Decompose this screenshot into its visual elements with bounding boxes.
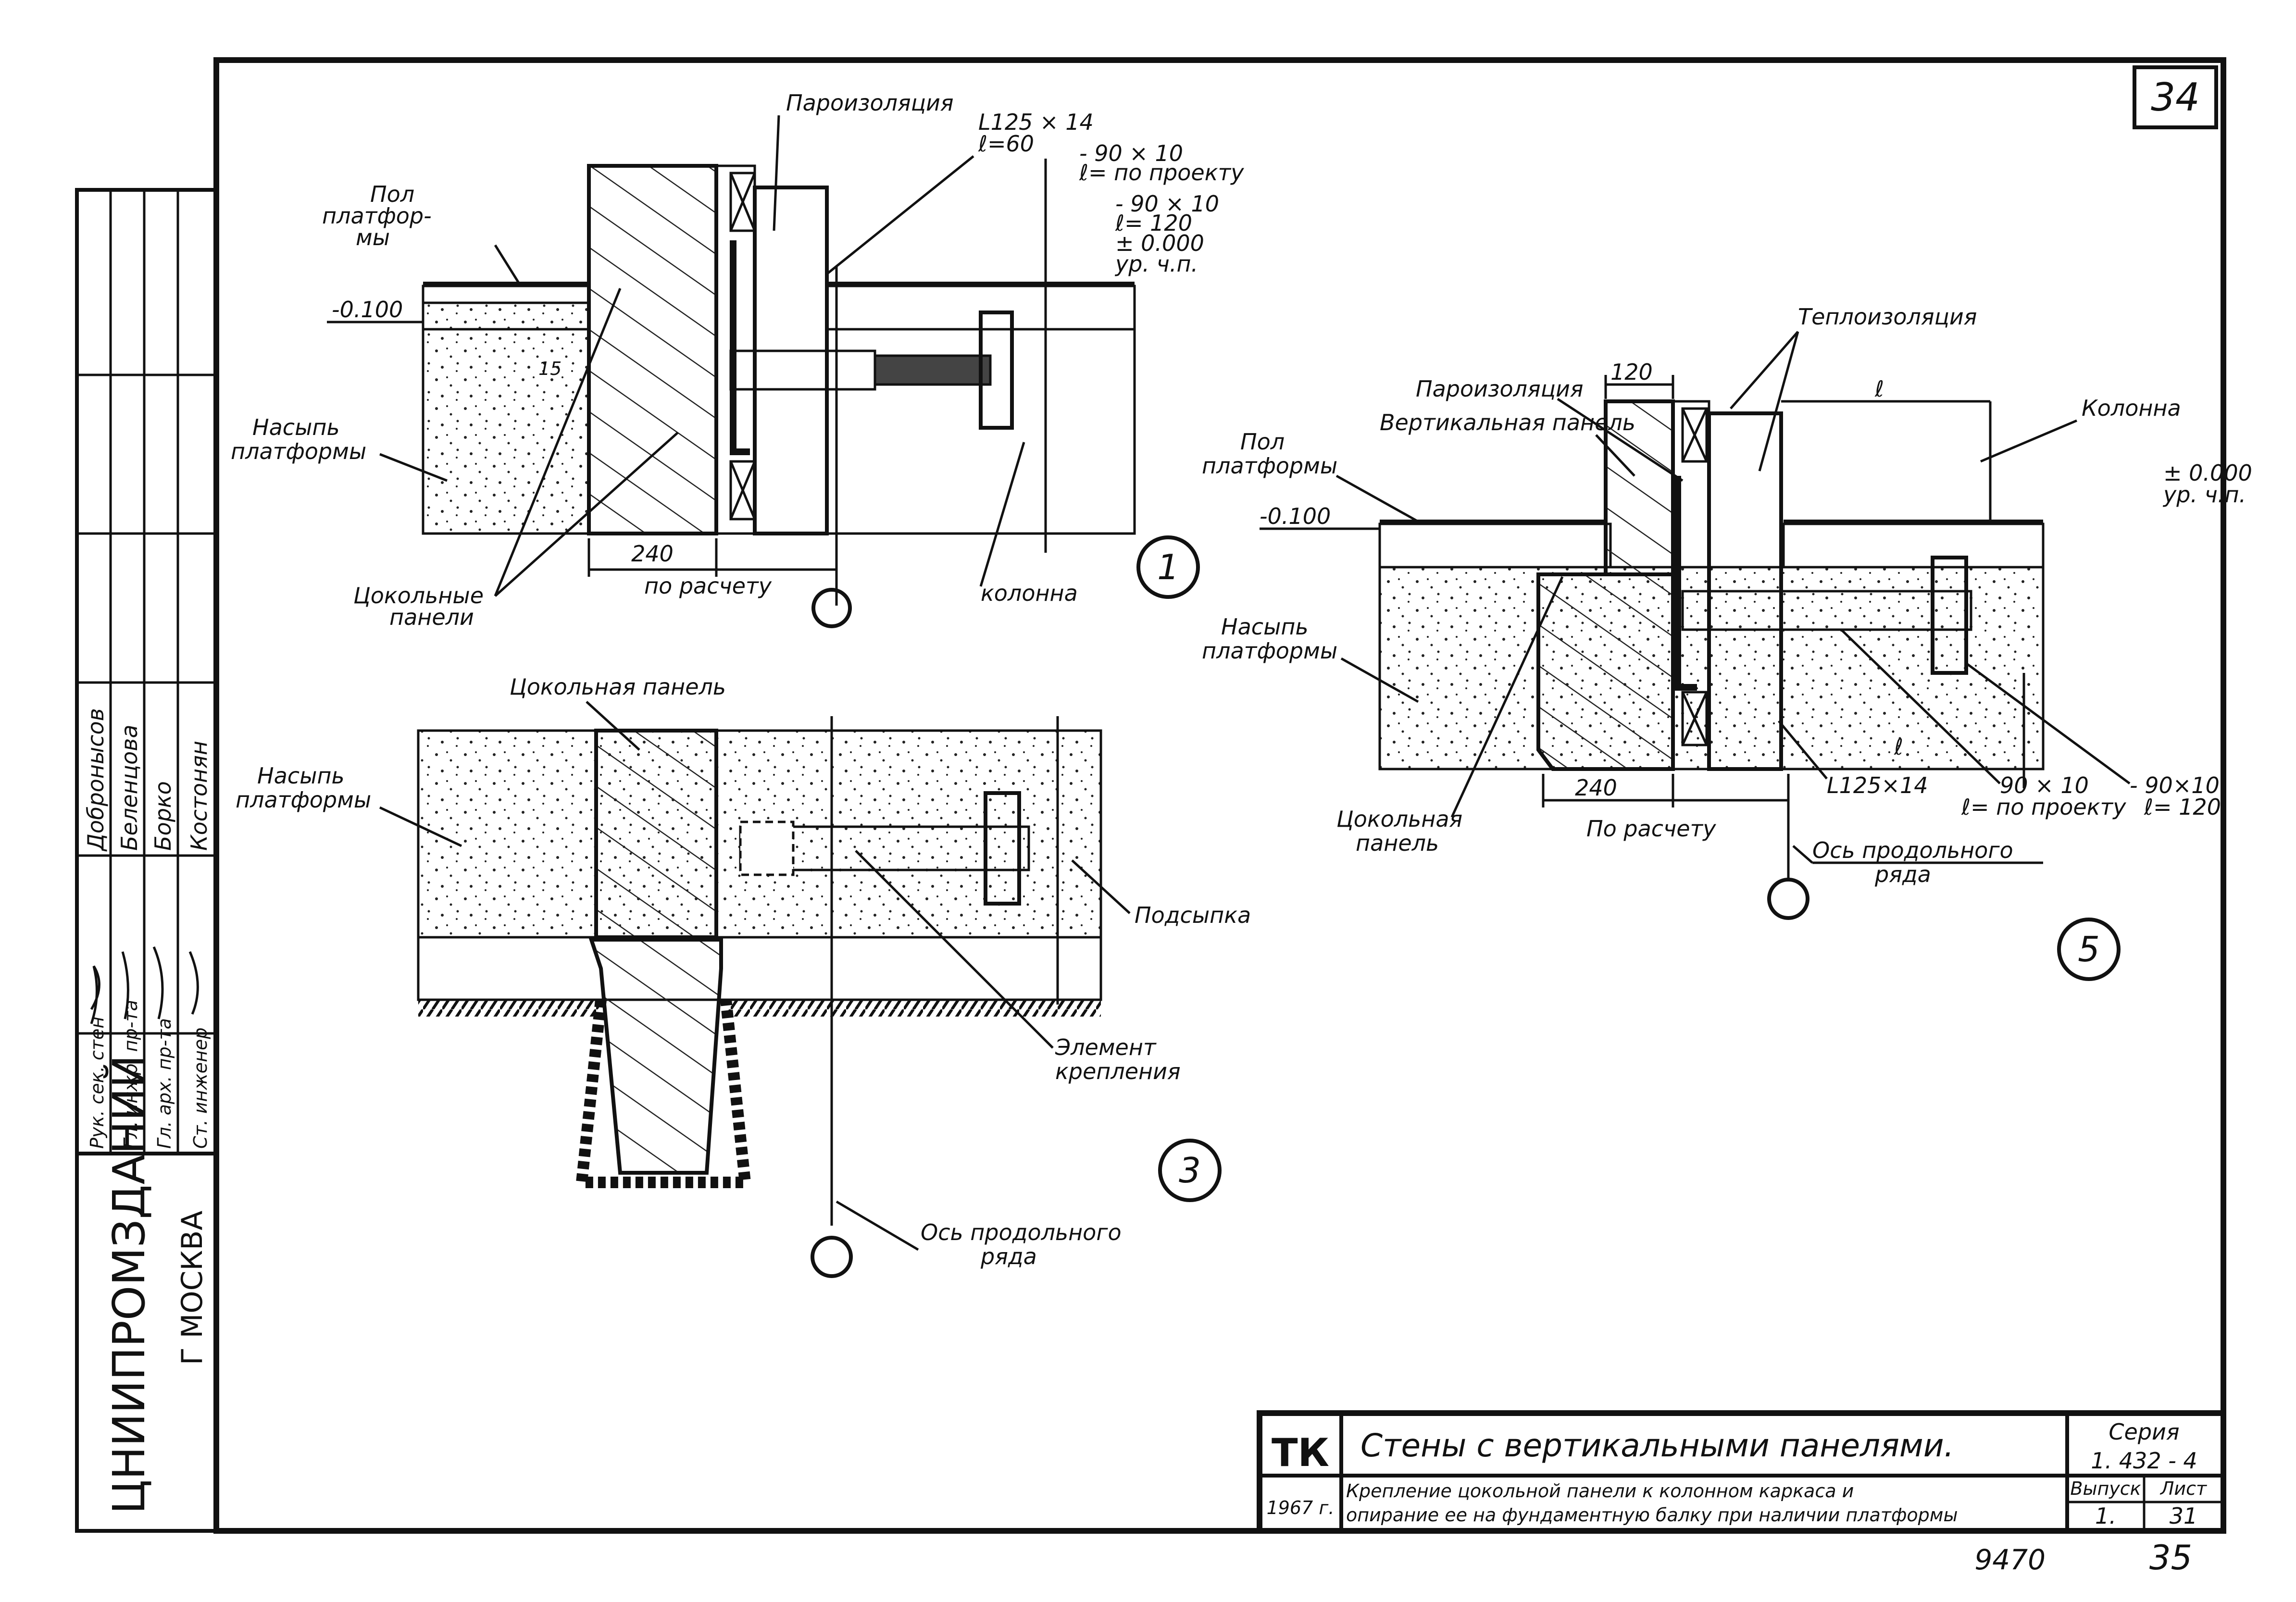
d5-dim-240: 240 (1575, 775, 1617, 801)
d1-column-label: колонна (981, 580, 1078, 606)
d5-floor-label-1: Пол (1240, 429, 1285, 455)
org-city: Г МОСКВА (175, 1211, 209, 1365)
d5-strip2-length: ℓ= 120 (2144, 794, 2221, 820)
d5-parosizol-label: Пароизоляция (1416, 376, 1584, 402)
d1-angle-label: L125 × 14 (978, 109, 1094, 135)
d5-dim-l-bot: ℓ (1894, 734, 1903, 760)
left-stamp: Рук. сек. стен Гл. инжр. пр-та Гл. арх. … (75, 188, 218, 1533)
sheet-subtitle-line1: Крепление цокольной панели к колонном ка… (1346, 1480, 1854, 1502)
d5-dim-calc: По расчету (1586, 816, 1716, 842)
stamp-name-1: Добронысов (83, 708, 109, 852)
detail-5-number: 5 (2078, 929, 2100, 969)
d1-fill-label-2: платформы (231, 438, 366, 464)
d3-axis-label-2: ряда (980, 1243, 1037, 1269)
stamp-name-2: Беленцова (116, 725, 142, 851)
stamp-role-2: Гл. инжр. пр-та (120, 1000, 141, 1149)
d1-strip2-length: ℓ= 120 (1115, 210, 1192, 236)
d5-teploizol-label: Теплоизоляция (1798, 304, 1977, 330)
detail-1: 1 Пароизоляция L125 × 14 ℓ=60 - 90 × 10 … (231, 90, 1244, 630)
d1-plinth-label-1: Цокольные (353, 583, 484, 609)
d3-fill-label-1: Насыпь (257, 763, 345, 789)
d5-fill-label-2: платформы (1202, 638, 1337, 664)
detail-5: 5 Теплоизоляция 120 Пароизоляция Вертика… (1202, 304, 2252, 981)
stamp-name-3: Борко (150, 781, 176, 851)
stamp-role-4: Ст. инженер (190, 1028, 211, 1149)
detail-3-number: 3 (1179, 1150, 1201, 1191)
d5-strip2-label: - 90×10 (2130, 772, 2220, 798)
sheet-number: 34 (2151, 75, 2200, 120)
d1-plinth-label-2: панели (389, 604, 474, 630)
tk-code: ТК (1272, 1430, 1329, 1475)
d5-plinth-label-1: Цокольная (1336, 806, 1462, 832)
series-value: 1. 432 - 4 (2091, 1448, 2197, 1474)
d1-level: ± 0.000 (1115, 230, 1204, 256)
sheet-value: 31 (2170, 1503, 2198, 1529)
d1-level-note: ур. ч.п. (1114, 251, 1198, 277)
d3-element-label-1: Элемент (1055, 1034, 1157, 1060)
d1-dim-calc: по расчету (644, 573, 772, 599)
footer-left: 9470 (1974, 1543, 2046, 1576)
issue-label: Выпуск (2070, 1478, 2141, 1499)
d5-plinth-label-2: панель (1356, 830, 1439, 856)
d1-floor-label-1: Пол (370, 181, 414, 207)
d1-dim-240: 240 (631, 541, 674, 567)
sheet-number-box (2133, 65, 2218, 129)
d3-element-label-2: крепления (1055, 1058, 1181, 1084)
d5-column-label: Колонна (2082, 395, 2181, 421)
detail-3: 3 Цокольная панель Насыпь платформы Подс… (236, 674, 1251, 1278)
org-name: ЦНИИПРОМЗДАНИЙ (103, 1055, 155, 1514)
d5-strip1-label: 90 × 10 (2000, 772, 2089, 798)
d1-fill-label-1: Насыпь (252, 414, 340, 440)
d1-dim-15: 15 (538, 358, 562, 379)
d3-plinth-label: Цокольная панель (510, 674, 726, 700)
stamp-name-4: Костонян (186, 741, 212, 851)
sheet-title: Стены с вертикальными панелями. (1360, 1427, 1954, 1464)
d5-dim-l-top: ℓ (1874, 376, 1884, 402)
d3-fill-label-2: платформы (236, 787, 371, 813)
d5-axis-label-2: ряда (1874, 861, 1931, 887)
d1-floor-label-3: мы (356, 224, 390, 250)
d5-axis-label-1: Ось продольного (1812, 837, 2013, 863)
issue-value: 1. (2095, 1503, 2116, 1529)
sheet-subtitle-line2: опирание ее на фундаментную балку при на… (1346, 1504, 1958, 1526)
footer-right: 35 (2149, 1538, 2192, 1577)
series-label: Серия (2109, 1419, 2179, 1445)
stamp-role-1: Рук. сек. стен (87, 1017, 108, 1149)
d1-minus-level: -0.100 (332, 297, 403, 323)
d1-angle-length: ℓ=60 (978, 131, 1034, 157)
detail-1-number: 1 (1157, 547, 1179, 587)
d5-fill-label-1: Насыпь (1221, 614, 1309, 640)
d5-angle-label: L125×14 (1827, 772, 1928, 798)
title-block: ТК 1967 г. Стены с вертикальными панелям… (1257, 1410, 2226, 1534)
year: 1967 г. (1267, 1497, 1335, 1518)
d5-strip1-length: ℓ= по проекту (1961, 794, 2126, 820)
signatures (90, 946, 199, 1024)
d1-strip1-length: ℓ= по проекту (1079, 160, 1244, 186)
d3-axis-label-1: Ось продольного (921, 1219, 1122, 1245)
d1-strip2-label: - 90 × 10 (1115, 191, 1219, 217)
d1-strip1-label: - 90 × 10 (1079, 140, 1183, 166)
d3-subfill-label: Подсыпка (1135, 902, 1251, 928)
d1-parosizol-label: Пароизоляция (786, 90, 954, 116)
d5-minus-level: -0.100 (1260, 503, 1331, 529)
d5-vert-panel-label: Вертикальная панель (1380, 410, 1635, 435)
d5-floor-label-2: платформы (1202, 453, 1337, 479)
d5-dim-120: 120 (1610, 359, 1653, 385)
stamp-role-3: Гл. арх. пр-та (154, 1018, 175, 1149)
d5-level-note: ур. ч.п. (2162, 482, 2246, 508)
d1-floor-label-2: платфор- (322, 203, 432, 229)
d5-level: ± 0.000 (2163, 460, 2252, 486)
sheet-label: Лист (2159, 1478, 2208, 1499)
